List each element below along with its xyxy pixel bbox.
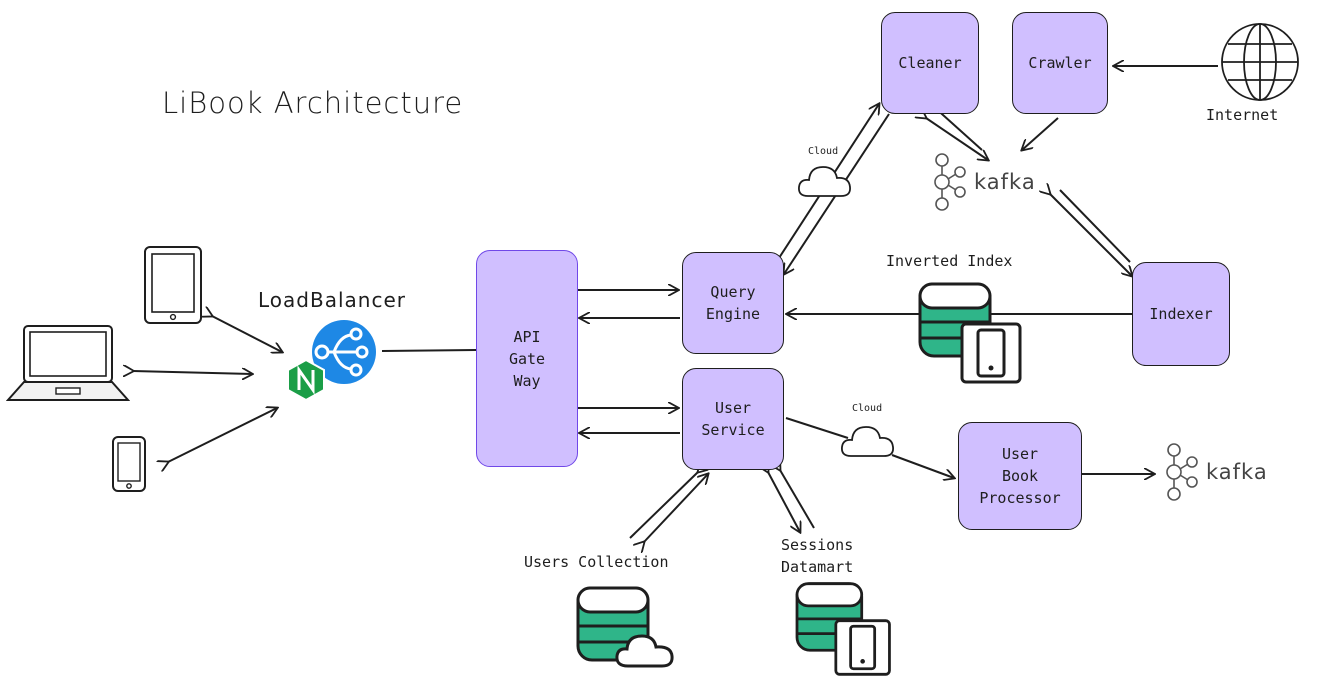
cloud-label-top: Cloud: [808, 146, 839, 157]
cloud-icon: [841, 426, 894, 457]
cloud-label-bottom: Cloud: [852, 403, 883, 414]
database-icon: [918, 282, 1022, 384]
globe-icon: [1221, 23, 1299, 101]
phone-icon: [112, 436, 146, 492]
database-icon: [576, 586, 674, 668]
crawler-box: Crawler: [1012, 12, 1108, 114]
users-collection-label: Users Collection: [524, 553, 669, 571]
kafka-icon: [1166, 443, 1198, 501]
cleaner-box: Cleaner: [881, 12, 979, 114]
diagram-title: LiBook Architecture: [162, 86, 464, 120]
cloud-icon: [798, 166, 851, 197]
laptop-icon: [6, 325, 130, 401]
inverted-index-label: Inverted Index: [886, 252, 1013, 270]
load-balancer-label: LoadBalancer: [258, 288, 406, 312]
internet-label: Internet: [1206, 106, 1279, 124]
user-service-box: User Service: [682, 368, 784, 470]
kafka-label-right: kafka: [1206, 460, 1268, 484]
sessions-datamart-label: Sessions Datamart: [781, 536, 854, 576]
load-balancer-icon: [287, 320, 376, 402]
cloud-icon: [615, 634, 674, 668]
mobile-device-icon: [834, 619, 891, 676]
indexer-box: Indexer: [1132, 262, 1230, 366]
nginx-icon: [287, 358, 325, 402]
kafka-icon: [934, 153, 966, 211]
user-book-processor-box: User Book Processor: [958, 422, 1082, 530]
tablet-icon: [144, 246, 202, 324]
query-engine-box: Query Engine: [682, 252, 784, 354]
mobile-device-icon: [960, 322, 1022, 384]
database-icon: [795, 582, 891, 676]
api-gateway-box: API Gate Way: [476, 250, 578, 467]
kafka-label-top: kafka: [974, 170, 1036, 194]
